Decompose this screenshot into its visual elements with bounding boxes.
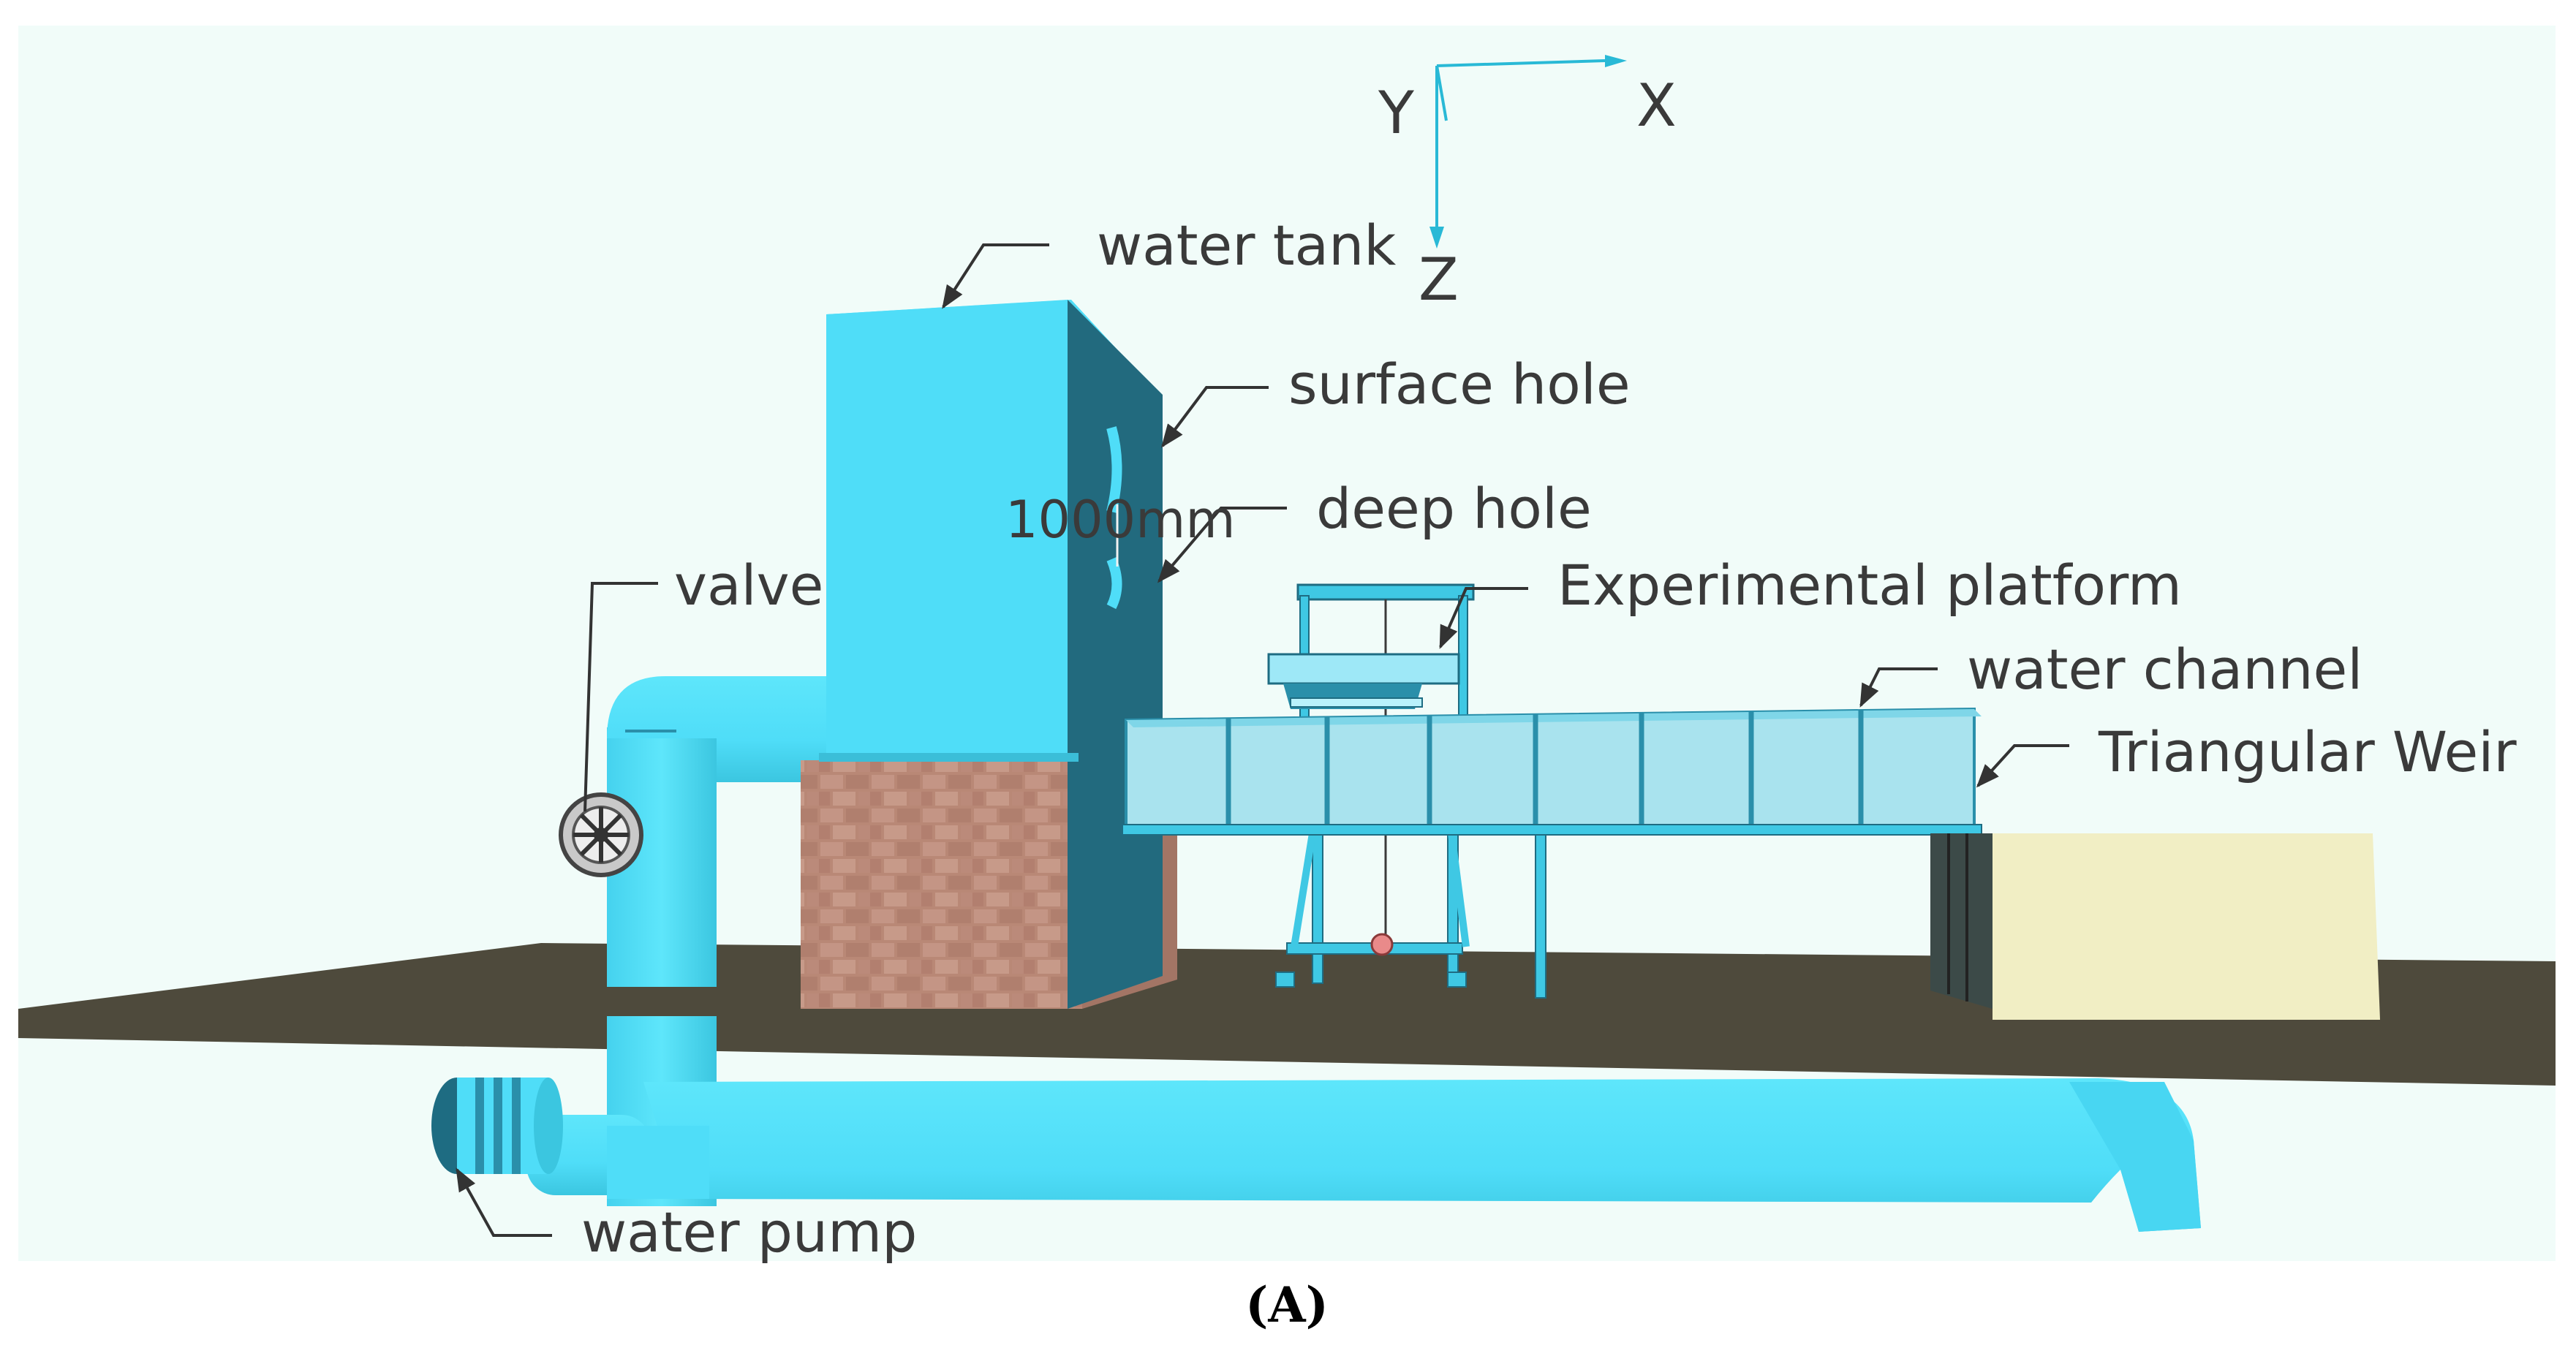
deep-hole-label: deep hole — [1316, 476, 1592, 541]
axis-x-label: X — [1636, 72, 1677, 140]
water-tank-label: water tank — [1097, 213, 1396, 278]
water-channel-label: water channel — [1967, 637, 2362, 702]
figure-caption: (A) — [1245, 1276, 1329, 1333]
valve-label: valve — [674, 553, 823, 618]
leader-lines — [456, 243, 2069, 1237]
axis-z-label: Z — [1419, 246, 1459, 314]
triangular-weir-label: Triangular Weir — [2098, 719, 2517, 784]
valve — [559, 792, 643, 877]
water-pump-label: water pump — [581, 1200, 917, 1265]
supply-pipe — [607, 676, 826, 987]
triangular-weir-box — [1930, 833, 2380, 1020]
deep-hole-icon — [1106, 557, 1122, 610]
surface-hole-icon — [1106, 426, 1122, 513]
coordinate-axes: X Y Z — [1378, 55, 1677, 314]
dimension-label: 1000mm — [1005, 490, 1236, 550]
water-channel — [1122, 707, 1982, 836]
water-tank — [819, 300, 1163, 1009]
axis-y-label: Y — [1378, 79, 1415, 147]
water-pump — [431, 1078, 563, 1174]
experimental-platform-label: Experimental platform — [1557, 553, 2182, 618]
surface-hole-label: surface hole — [1288, 352, 1631, 417]
experimental-platform — [1267, 583, 1546, 999]
